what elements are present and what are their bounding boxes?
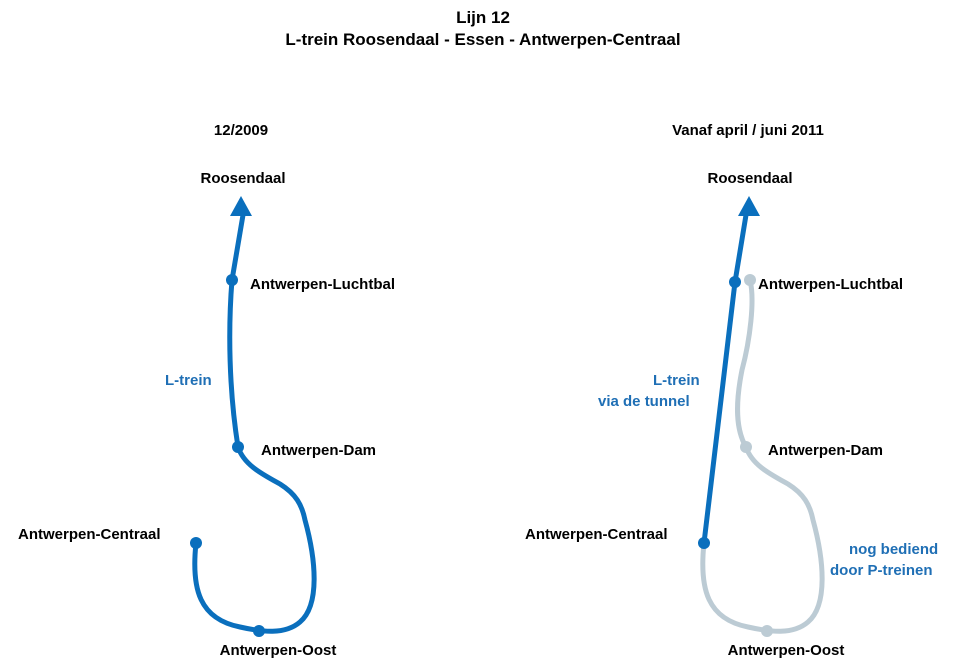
panel-2011-routes bbox=[698, 196, 825, 637]
station-dot-oost bbox=[761, 625, 773, 637]
diagram-title: Lijn 12 bbox=[456, 8, 510, 27]
station-label-roosendaal: Roosendaal bbox=[707, 170, 793, 187]
station-label-oost: Antwerpen-Oost bbox=[727, 642, 845, 659]
panel-heading-2011: Vanaf april / juni 2011 bbox=[672, 122, 824, 139]
arrow-up-icon bbox=[230, 196, 252, 216]
station-label-luchtbal: Antwerpen-Luchtbal bbox=[758, 276, 903, 293]
note-label-line2: door P-treinen bbox=[830, 562, 933, 579]
panel-2009-routes bbox=[190, 196, 317, 637]
note-label-line1: nog bediend bbox=[849, 541, 939, 558]
route-label-l-trein: L-trein bbox=[165, 372, 212, 389]
station-label-centraal: Antwerpen-Centraal bbox=[18, 526, 161, 543]
p-trein-loop bbox=[700, 277, 825, 634]
station-label-dam: Antwerpen-Dam bbox=[261, 442, 377, 459]
route-label-l-trein: L-trein bbox=[653, 372, 700, 389]
station-label-roosendaal: Roosendaal bbox=[200, 170, 286, 187]
station-dot-oost bbox=[253, 625, 265, 637]
route-label-via-tunnel: via de tunnel bbox=[598, 393, 690, 410]
l-trein-route-2009 bbox=[192, 212, 317, 634]
station-dot-luchtbal-loop bbox=[744, 274, 756, 286]
station-dot-centraal bbox=[190, 537, 202, 549]
station-label-luchtbal: Antwerpen-Luchtbal bbox=[250, 276, 395, 293]
station-dot-dam bbox=[232, 441, 244, 453]
arrow-up-icon bbox=[738, 196, 760, 216]
station-dot-luchtbal-active bbox=[729, 276, 741, 288]
station-label-centraal: Antwerpen-Centraal bbox=[525, 526, 668, 543]
station-dot-centraal bbox=[698, 537, 710, 549]
station-label-oost: Antwerpen-Oost bbox=[219, 642, 337, 659]
station-dot-luchtbal bbox=[226, 274, 238, 286]
diagram-subtitle: L-trein Roosendaal - Essen - Antwerpen-C… bbox=[285, 30, 681, 49]
station-label-dam: Antwerpen-Dam bbox=[768, 442, 884, 459]
panel-heading-2009: 12/2009 bbox=[213, 122, 269, 139]
station-dot-dam bbox=[740, 441, 752, 453]
